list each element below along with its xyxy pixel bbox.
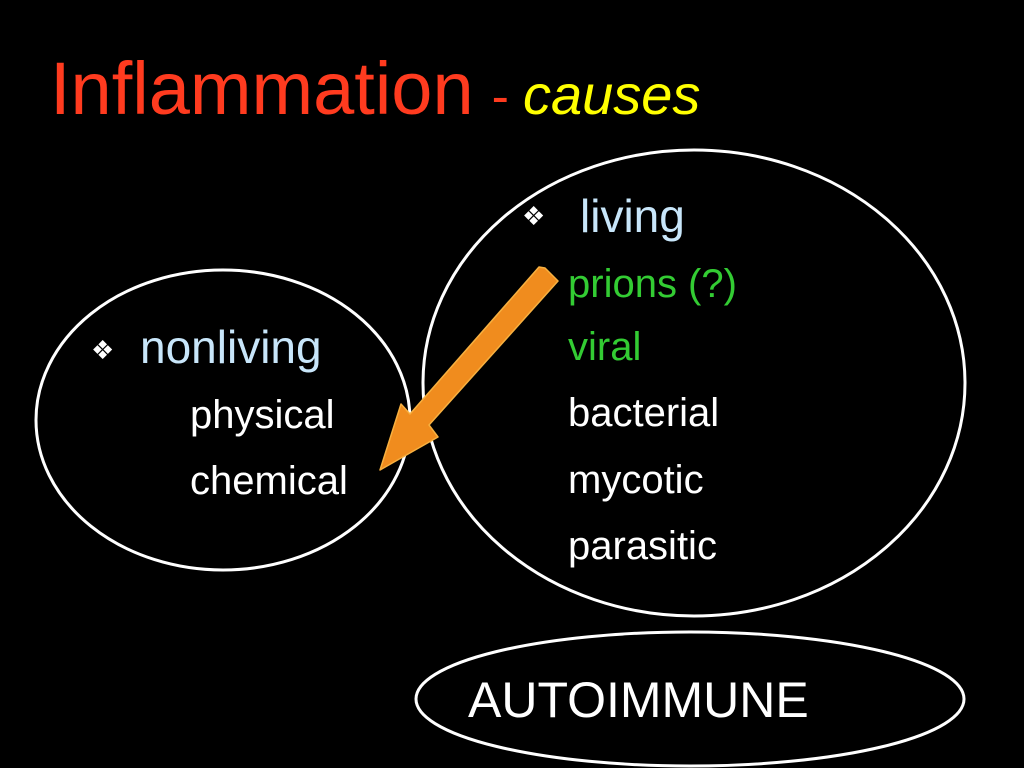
- living-item-prions: prions (?): [568, 262, 737, 306]
- autoimmune-ellipse: [414, 630, 966, 768]
- living-item-viral: viral: [568, 325, 642, 369]
- arrow-living-to-nonliving: [379, 266, 559, 471]
- living-item-bacterial: bacterial: [568, 391, 720, 435]
- title-main: Inflammation: [50, 47, 474, 130]
- nonliving-item-physical: physical: [190, 393, 335, 437]
- living-item-parasitic: parasitic: [568, 524, 717, 568]
- living-bullet-icon: ❖: [522, 201, 546, 231]
- nonliving-bullet-icon: ❖: [91, 335, 115, 365]
- nonliving-heading: nonliving: [140, 321, 322, 373]
- living-ellipse: [421, 148, 967, 618]
- nonliving-item-chemical: chemical: [190, 459, 348, 503]
- living-heading: living: [580, 190, 685, 242]
- autoimmune-label: AUTOIMMUNE: [468, 672, 809, 728]
- title-subtitle: causes: [522, 63, 701, 126]
- living-item-mycotic: mycotic: [568, 458, 704, 502]
- title-dash: -: [491, 68, 509, 126]
- slide-title: Inflammation-causes: [50, 52, 700, 126]
